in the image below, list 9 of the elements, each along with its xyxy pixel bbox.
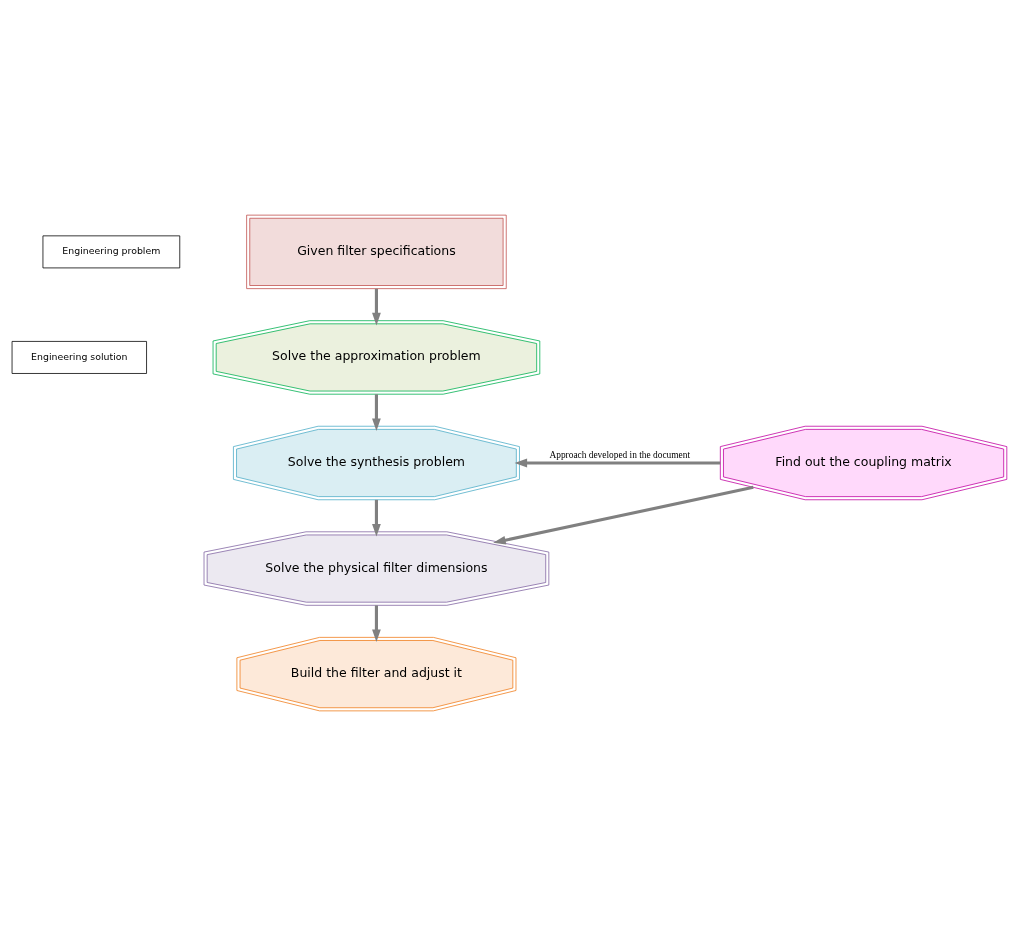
arrow [372, 393, 381, 431]
arrow [514, 458, 721, 467]
label: Engineering problem [62, 244, 161, 256]
arrow [372, 499, 381, 536]
arrow [493, 485, 754, 545]
arrow [372, 604, 381, 642]
arrow [372, 288, 381, 325]
label: Engineering solution [31, 350, 128, 362]
edge-label: Approach developed in the document [549, 449, 691, 460]
